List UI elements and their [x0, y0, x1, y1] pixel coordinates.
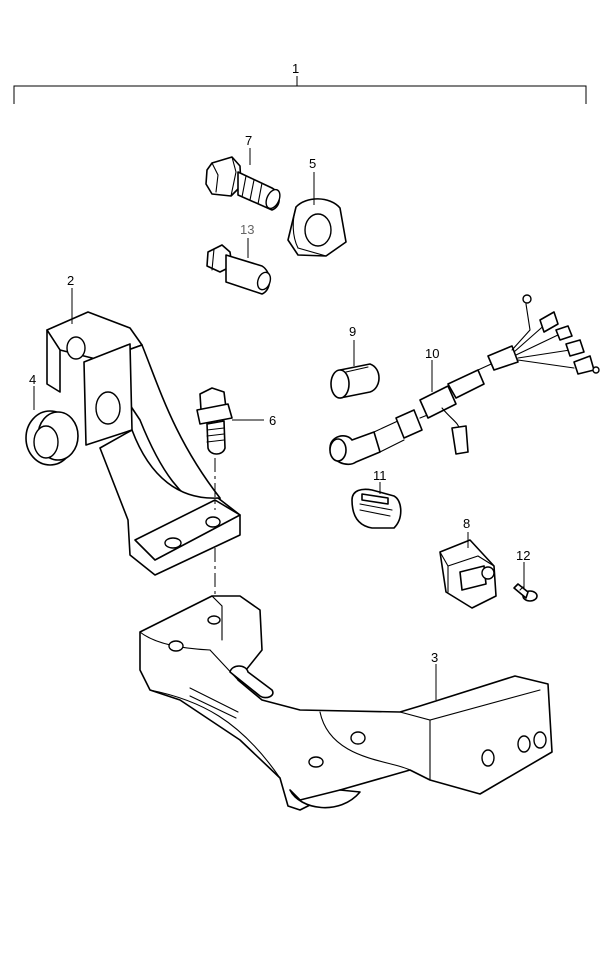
label-10: 10 [425, 346, 439, 361]
label-4: 4 [29, 372, 36, 387]
part-12-screw[interactable]: 12 [513, 548, 538, 602]
label-12: 12 [516, 548, 530, 563]
label-7: 7 [245, 133, 252, 148]
label-6: 6 [269, 413, 276, 428]
part-7-bolt[interactable]: 7 [205, 133, 283, 211]
label-11: 11 [373, 468, 387, 483]
assembly-bracket: 1 [13, 61, 587, 104]
label-5: 5 [309, 156, 316, 171]
label-9: 9 [349, 324, 356, 339]
part-9-plug[interactable]: 9 [330, 324, 380, 399]
part-6-bolt[interactable]: 6 [196, 387, 276, 455]
part-11-seal[interactable]: 11 [351, 468, 402, 529]
part-4-grommet[interactable]: 4 [25, 372, 79, 466]
label-3: 3 [431, 650, 438, 665]
part-2-bracket[interactable]: 2 [46, 273, 241, 576]
part-5-grommet[interactable]: 5 [287, 156, 347, 257]
part-8-holder[interactable]: 8 [439, 516, 497, 609]
part-3-mount-bracket[interactable]: 3 [139, 595, 553, 811]
part-10-wiring-harness[interactable]: 10 [329, 294, 600, 466]
label-1: 1 [292, 61, 299, 76]
part-13-spacer[interactable]: 13 [206, 222, 273, 295]
label-8: 8 [463, 516, 470, 531]
label-13: 13 [240, 222, 254, 237]
label-2: 2 [67, 273, 74, 288]
